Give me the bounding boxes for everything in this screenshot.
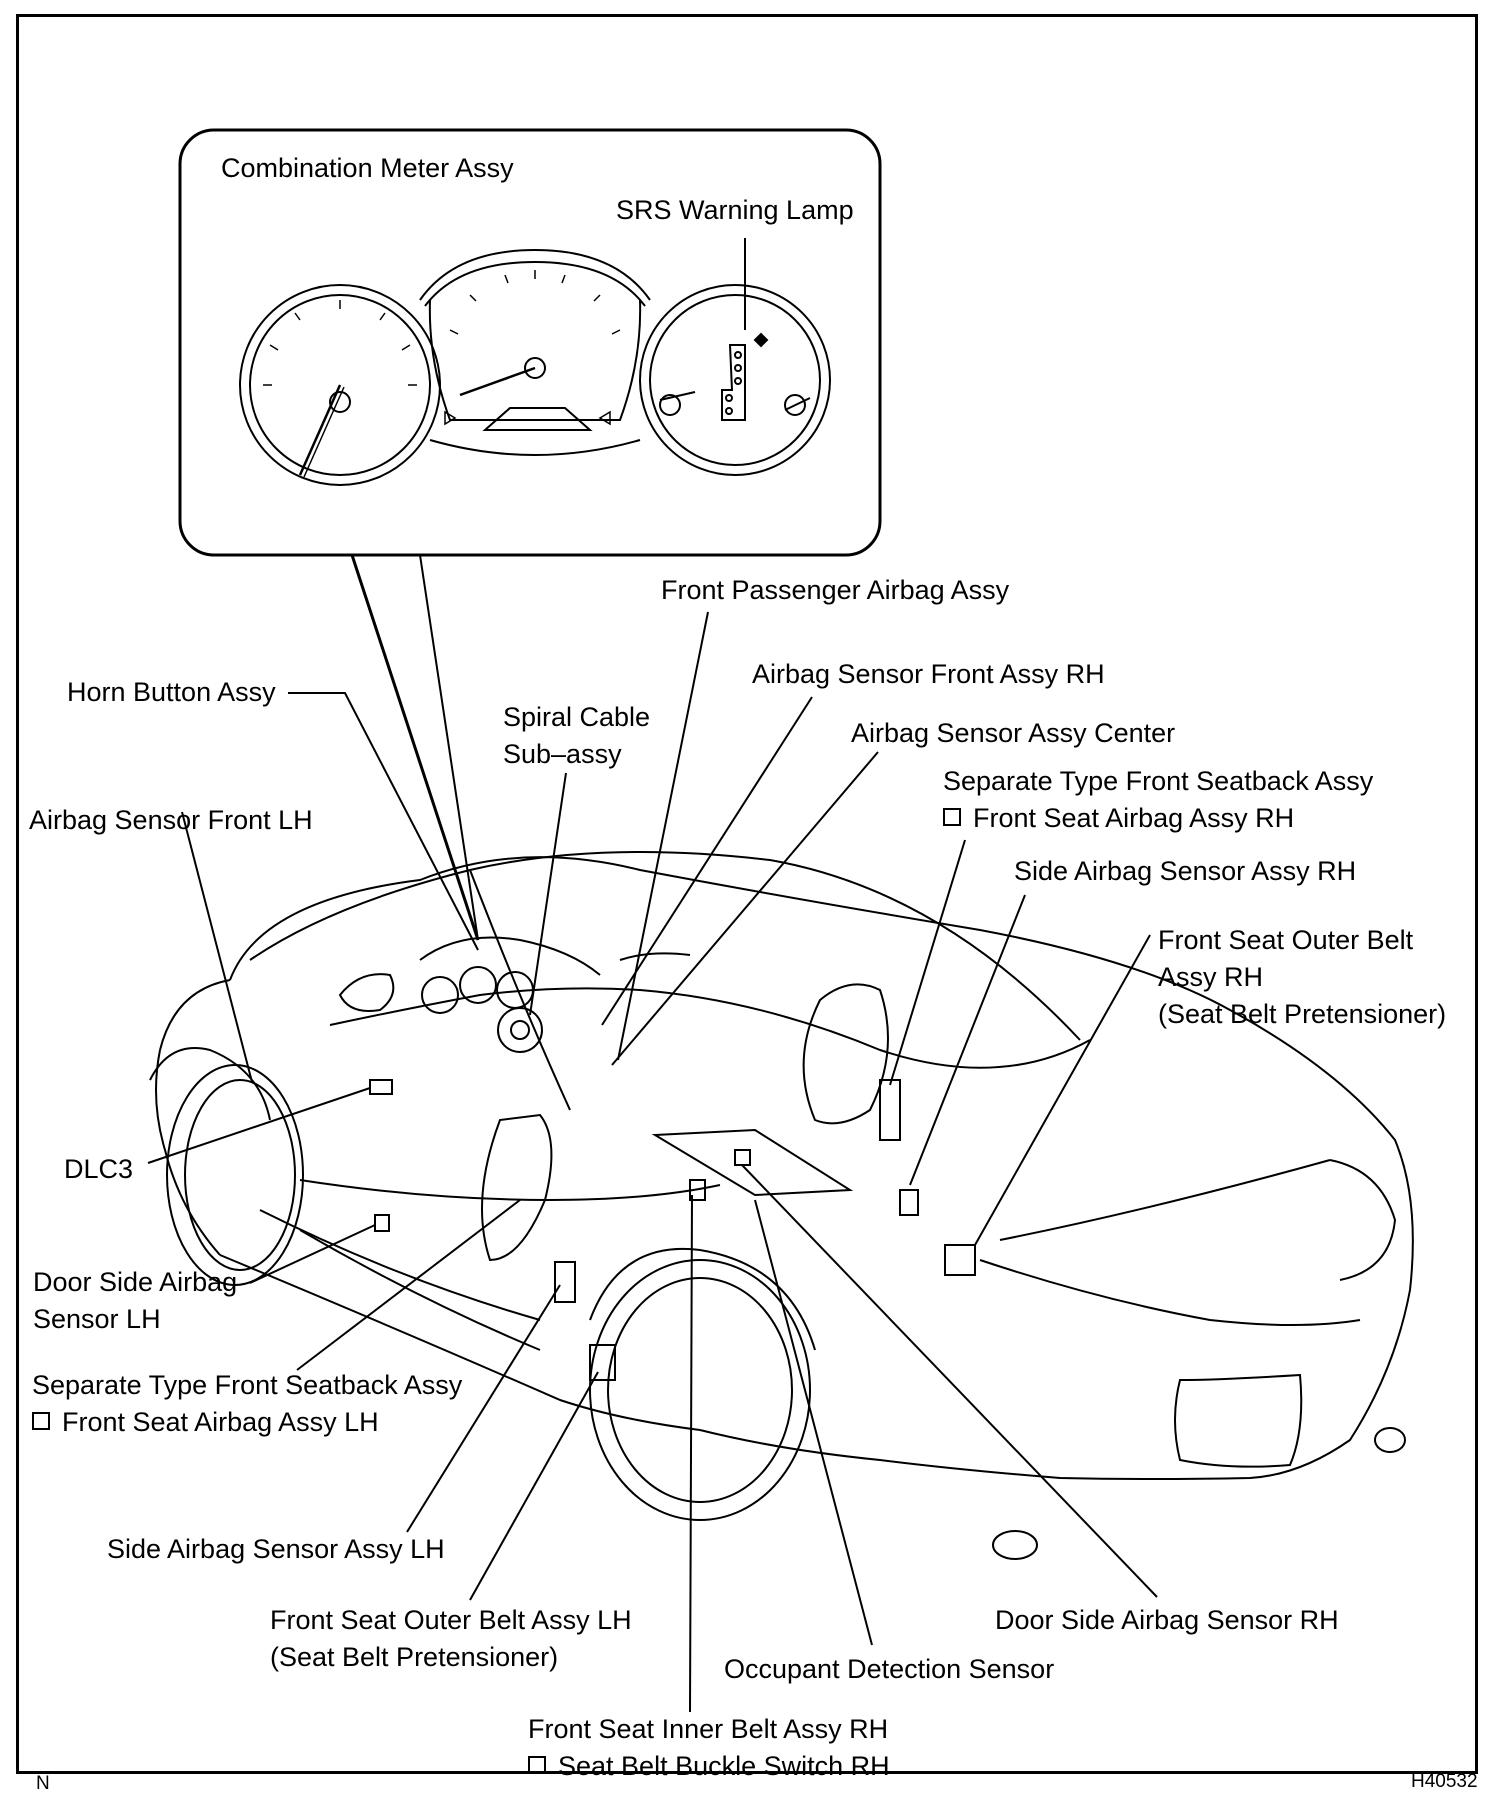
figure-code: H40532 [1411, 1771, 1478, 1792]
corner-mark: N [36, 1773, 50, 1794]
meter-inset-box [178, 128, 882, 557]
label-door-side-airbag-lh: Door Side Airbag Sensor LH [33, 1267, 238, 1334]
label-airbag-sensor-center: Airbag Sensor Assy Center [851, 718, 1176, 748]
label-srs-warning-lamp: SRS Warning Lamp [616, 195, 854, 225]
label-door-side-airbag-rh: Door Side Airbag Sensor RH [995, 1605, 1339, 1635]
checkbox-glyph [32, 1412, 50, 1430]
label-separate-seatback-rh: Separate Type Front Seatback Assy Front … [943, 766, 1374, 833]
combination-meter-icon [239, 248, 831, 486]
label-dlc3: DLC3 [64, 1154, 134, 1184]
label-front-seat-outer-belt-lh: Front Seat Outer Belt Assy LH (Seat Belt… [270, 1605, 632, 1672]
label-spiral-cable: Spiral Cable Sub–assy [503, 702, 651, 769]
label-horn-button: Horn Button Assy [67, 677, 276, 707]
checkbox-glyph [528, 1756, 546, 1774]
leader-lines [147, 611, 1158, 1713]
checkbox-glyph [943, 808, 961, 826]
label-front-passenger-airbag: Front Passenger Airbag Assy [661, 575, 1010, 605]
label-separate-seatback-lh: Separate Type Front Seatback Assy Front … [32, 1370, 463, 1437]
car-body-outline [149, 851, 1414, 1560]
inset-title: Combination Meter Assy [221, 153, 514, 183]
label-airbag-sensor-front-rh: Airbag Sensor Front Assy RH [752, 659, 1105, 689]
label-occupant-detection: Occupant Detection Sensor [724, 1654, 1055, 1684]
label-side-airbag-sensor-rh: Side Airbag Sensor Assy RH [1014, 856, 1357, 886]
label-airbag-sensor-front-lh: Airbag Sensor Front LH [29, 805, 313, 835]
diagram-frame [16, 14, 1478, 1774]
label-front-seat-outer-belt-rh: Front Seat Outer Belt Assy RH (Seat Belt… [1158, 925, 1447, 1029]
label-side-airbag-sensor-lh: Side Airbag Sensor Assy LH [107, 1534, 445, 1564]
label-front-seat-inner-belt: Front Seat Inner Belt Assy RH Seat Belt … [528, 1714, 890, 1781]
